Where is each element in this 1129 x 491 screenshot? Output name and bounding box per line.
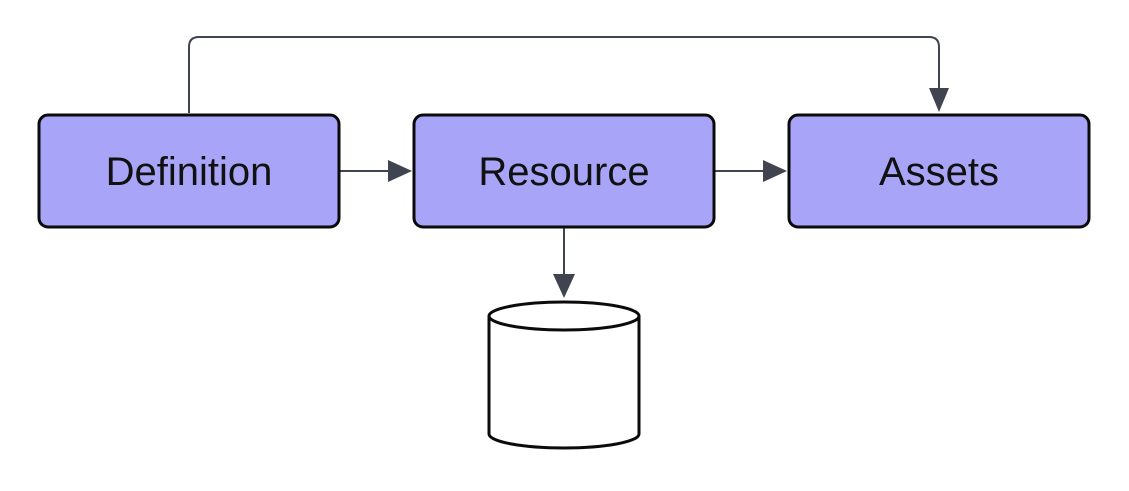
edge-definition-to-resource — [340, 160, 412, 182]
node-assets-label: Assets — [879, 150, 999, 194]
arrowhead-right-icon — [388, 160, 412, 182]
node-definition[interactable]: Definition — [37, 113, 341, 229]
edge-resource-to-assets — [715, 160, 787, 182]
node-definition-label: Definition — [106, 150, 273, 194]
node-resource-box — [412, 113, 716, 229]
edge-definition-to-assets — [188, 36, 949, 113]
arrowhead-down-icon — [553, 274, 575, 298]
node-assets[interactable]: Assets — [787, 113, 1091, 229]
edge-resource-to-database — [553, 228, 575, 298]
node-resource-label: Resource — [478, 150, 649, 194]
database-cylinder-icon[interactable] — [487, 300, 641, 450]
database-body — [487, 316, 641, 450]
node-definition-box — [37, 113, 341, 229]
arrowhead-right-icon — [763, 160, 787, 182]
node-assets-box — [787, 113, 1091, 229]
arrowhead-down-icon — [929, 88, 949, 112]
connector-line — [188, 36, 940, 113]
node-resource[interactable]: Resource — [412, 113, 716, 229]
database-top — [487, 300, 641, 332]
